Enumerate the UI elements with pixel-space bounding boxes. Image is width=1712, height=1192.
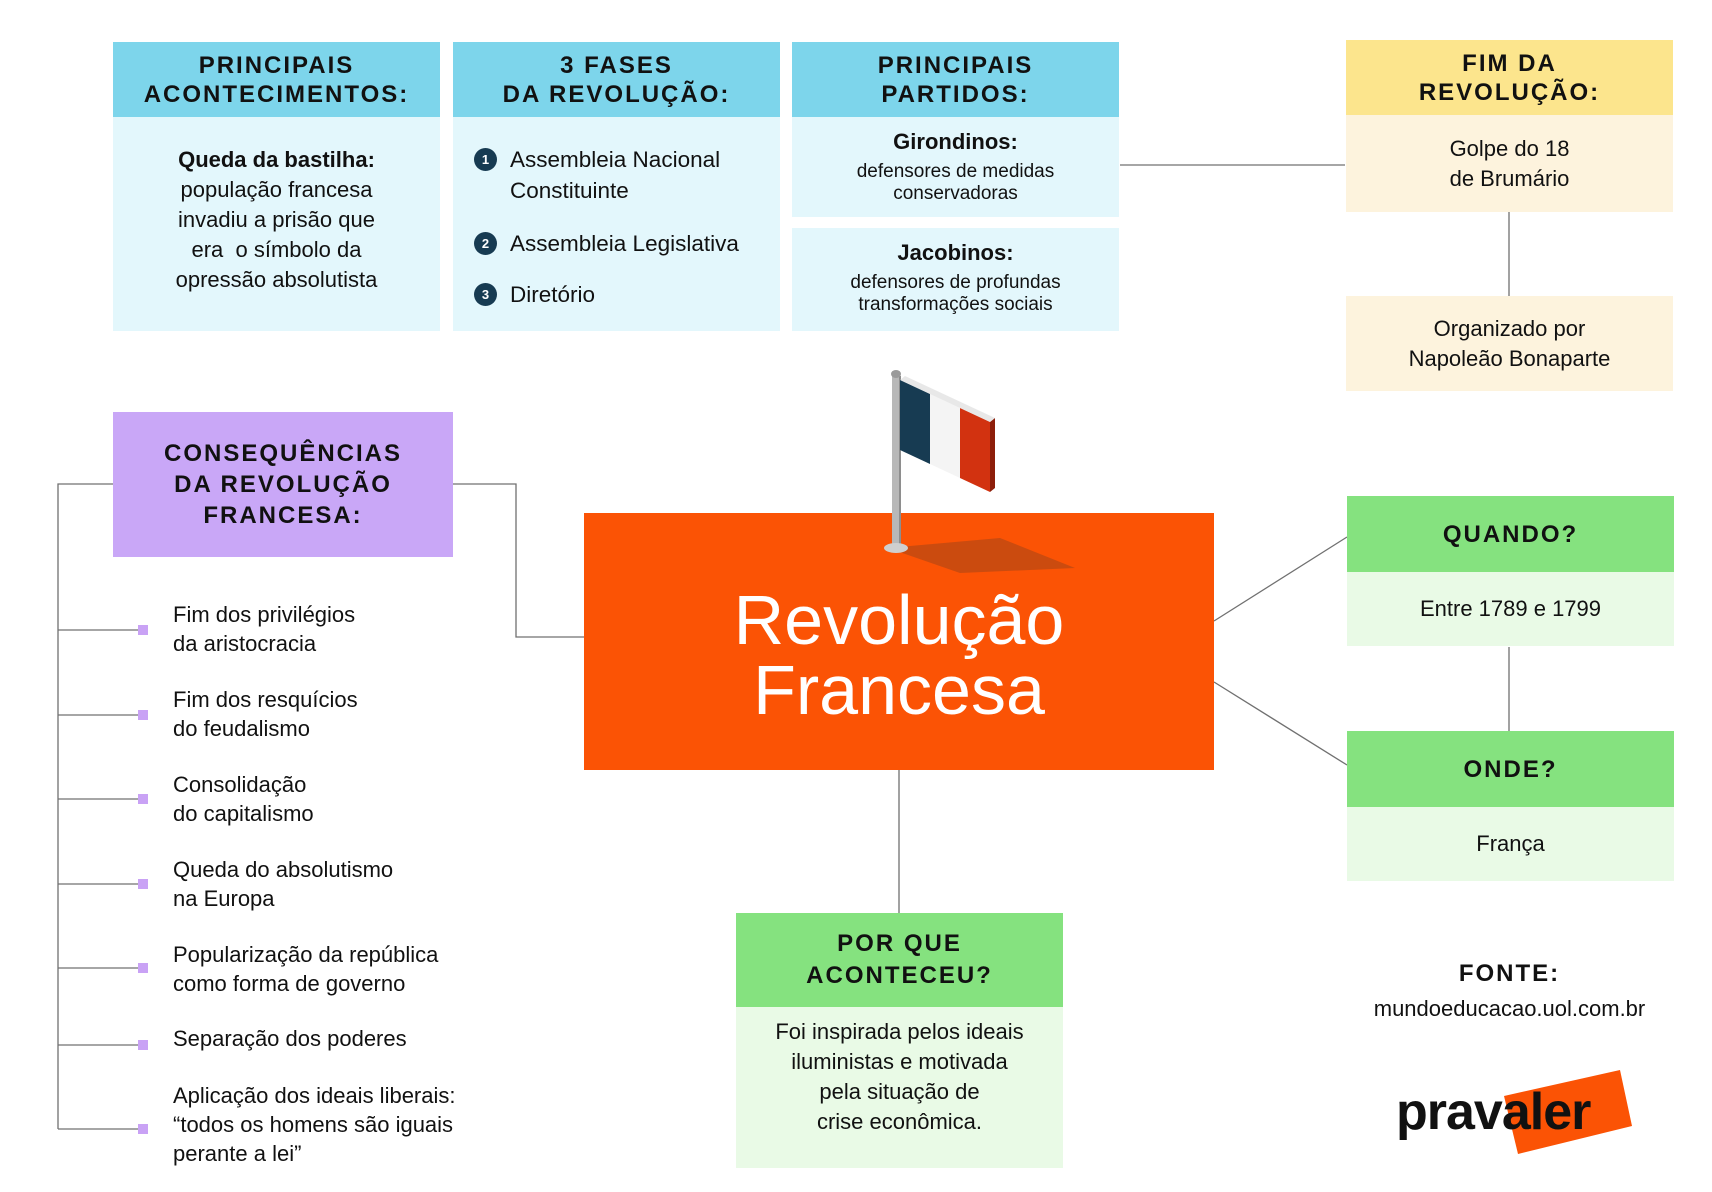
- party-desc: defensores de profundas transformações s…: [850, 272, 1061, 315]
- center-title-line: Revolução: [733, 581, 1065, 659]
- when-value: Entre 1789 e 1799: [1347, 572, 1674, 646]
- consequence-item: Aplicação dos ideais liberais: “todos os…: [173, 1083, 456, 1166]
- source-value: mundoeducacao.uol.com.br: [1373, 996, 1646, 1021]
- events-bold: Queda da bastilha:: [178, 147, 375, 172]
- end-card: FIM DA REVOLUÇÃO: Golpe do 18 de Brumári…: [1346, 40, 1673, 212]
- numbered-circle-icon: 2: [474, 232, 497, 255]
- party-name: Girondinos:: [893, 129, 1018, 154]
- link-center-to-when: [1213, 536, 1348, 622]
- square-bullet-icon: [138, 963, 148, 973]
- logo-accent-shape: [1504, 1070, 1632, 1154]
- square-bullet-icon: [138, 710, 148, 720]
- end-organizer: Organizado por Napoleão Bonaparte: [1346, 296, 1673, 391]
- phase-label: Assembleia Legislativa: [510, 231, 739, 256]
- parties-title: PRINCIPAIS PARTIDOS:: [792, 42, 1119, 117]
- phase-item: 1 Assembleia Nacional Constituinte: [474, 144, 720, 206]
- why-text: Foi inspirada pelos ideais iluministas e…: [736, 1007, 1063, 1168]
- end-title: FIM DA REVOLUÇÃO:: [1346, 40, 1673, 115]
- when-card: QUANDO? Entre 1789 e 1799: [1347, 496, 1674, 646]
- parties-card: PRINCIPAIS PARTIDOS: Girondinos: defenso…: [792, 42, 1119, 331]
- link-consequences-to-center: [452, 483, 584, 638]
- consequence-item: Separação dos poderes: [173, 1026, 407, 1051]
- square-bullet-icon: [138, 1124, 148, 1134]
- where-card: ONDE? França: [1347, 731, 1674, 881]
- where-title: ONDE?: [1347, 731, 1674, 807]
- phases-body: 1 Assembleia Nacional Constituinte 2 Ass…: [453, 117, 780, 331]
- events-title: PRINCIPAIS ACONTECIMENTOS:: [113, 42, 440, 117]
- phases-title: 3 FASES DA REVOLUÇÃO:: [453, 42, 780, 117]
- why-card: POR QUE ACONTECEU? Foi inspirada pelos i…: [736, 913, 1063, 1168]
- pravaler-logo: pravaler: [1396, 1070, 1636, 1154]
- where-value: França: [1347, 807, 1674, 881]
- phase-item: 2 Assembleia Legislativa: [474, 228, 739, 259]
- why-title: POR QUE ACONTECEU?: [736, 913, 1063, 1007]
- consequences-title: CONSEQUÊNCIAS DA REVOLUÇÃO FRANCESA:: [113, 412, 453, 557]
- phase-label: Diretório: [510, 282, 596, 307]
- numbered-circle-icon: 1: [474, 148, 497, 171]
- phase-label: Assembleia Nacional Constituinte: [510, 147, 721, 203]
- square-bullet-icon: [138, 794, 148, 804]
- numbered-circle-icon: 3: [474, 283, 497, 306]
- consequence-item: Fim dos privilégios da aristocracia: [173, 602, 356, 656]
- events-line: invadiu a prisão que: [178, 207, 375, 232]
- link-center-to-where: [1213, 681, 1348, 766]
- consequence-item: Consolidação do capitalismo: [173, 772, 314, 826]
- when-title: QUANDO?: [1347, 496, 1674, 572]
- events-line: população francesa: [180, 177, 373, 202]
- party-name: Jacobinos:: [897, 240, 1014, 265]
- phase-item: 3 Diretório: [474, 279, 595, 310]
- party-desc: defensores de medidas conservadoras: [856, 161, 1055, 204]
- consequence-item: Fim dos resquícios do feudalismo: [173, 687, 358, 741]
- logo-text: pravaler: [1396, 1083, 1591, 1141]
- phases-card: 3 FASES DA REVOLUÇÃO: 1 Assembleia Nacio…: [453, 42, 780, 331]
- consequence-item: Queda do absolutismo na Europa: [173, 857, 394, 911]
- square-bullet-icon: [138, 1040, 148, 1050]
- square-bullet-icon: [138, 625, 148, 635]
- party-girondinos: Girondinos: defensores de medidas conser…: [792, 117, 1119, 217]
- events-body: Queda da bastilha: população francesa in…: [113, 117, 440, 331]
- center-title-line: Francesa: [753, 651, 1045, 729]
- link-consequences-list-spine: [57, 483, 113, 1129]
- consequence-item: Popularização da república como forma de…: [173, 942, 439, 996]
- events-line: era o símbolo da: [191, 237, 362, 262]
- events-line: opressão absolutista: [175, 267, 378, 292]
- source-label: FONTE:: [1458, 960, 1561, 987]
- center-topic: Revolução Francesa: [584, 513, 1214, 770]
- square-bullet-icon: [138, 879, 148, 889]
- french-flag-icon: [884, 370, 1075, 573]
- party-jacobinos: Jacobinos: defensores de profundas trans…: [792, 228, 1119, 331]
- events-card: PRINCIPAIS ACONTECIMENTOS: Queda da bast…: [113, 42, 440, 331]
- end-golpe: Golpe do 18 de Brumário: [1346, 115, 1673, 212]
